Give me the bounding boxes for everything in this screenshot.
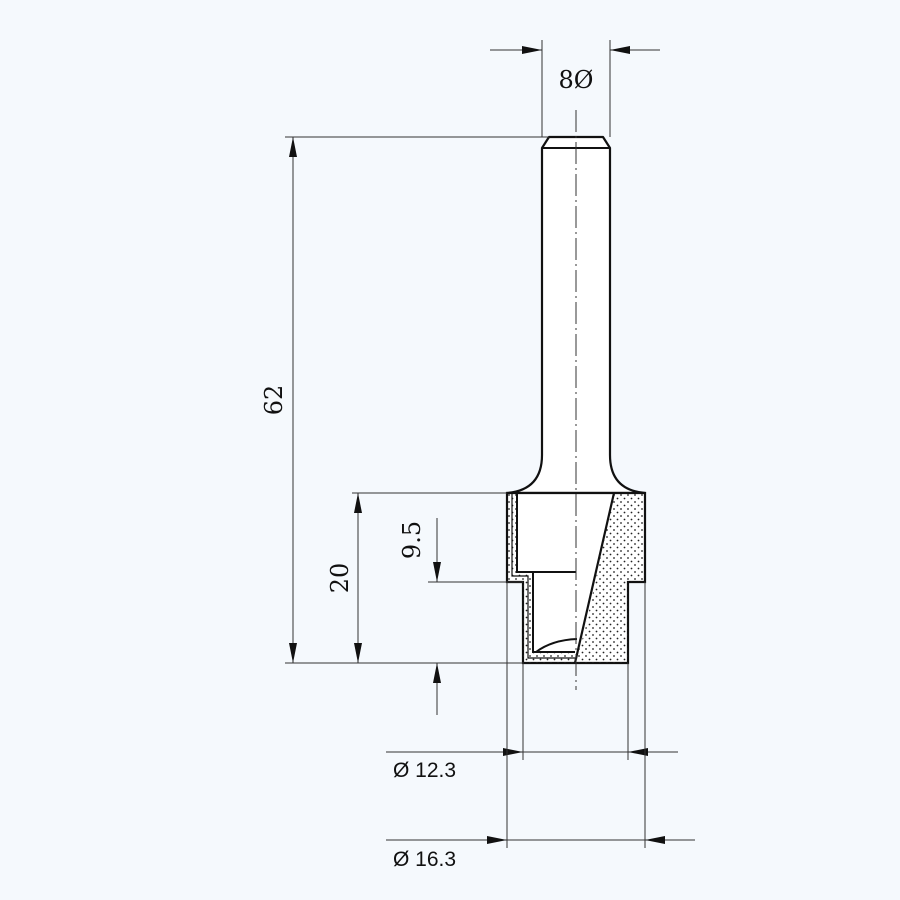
- overall-length-label: 62: [260, 385, 288, 416]
- shank-diameter-label: 8Ø: [559, 66, 594, 94]
- dimension-small-diameter: [386, 663, 678, 760]
- insert-edge-line: [573, 492, 616, 664]
- large-diameter-label: Ø 16.3: [393, 848, 456, 871]
- inner-flute-line: [532, 572, 575, 653]
- flute-curve: [535, 638, 578, 653]
- step-depth-label: 9.5: [398, 521, 426, 559]
- small-diameter-label: Ø 12.3: [393, 759, 456, 782]
- dimension-cutting-length: [352, 492, 507, 663]
- dimension-shank-diameter: [490, 40, 660, 137]
- dimension-overall-length: [285, 136, 549, 664]
- inner-pocket-line: [516, 493, 576, 573]
- carbide-insert-right: [575, 493, 645, 663]
- braze-strip-inner-line: [511, 493, 575, 659]
- cutting-length-label: 20: [326, 563, 354, 594]
- router-bit-part: [505, 110, 647, 690]
- dimension-large-diameter: [386, 582, 695, 848]
- braze-strip-left: [507, 493, 575, 663]
